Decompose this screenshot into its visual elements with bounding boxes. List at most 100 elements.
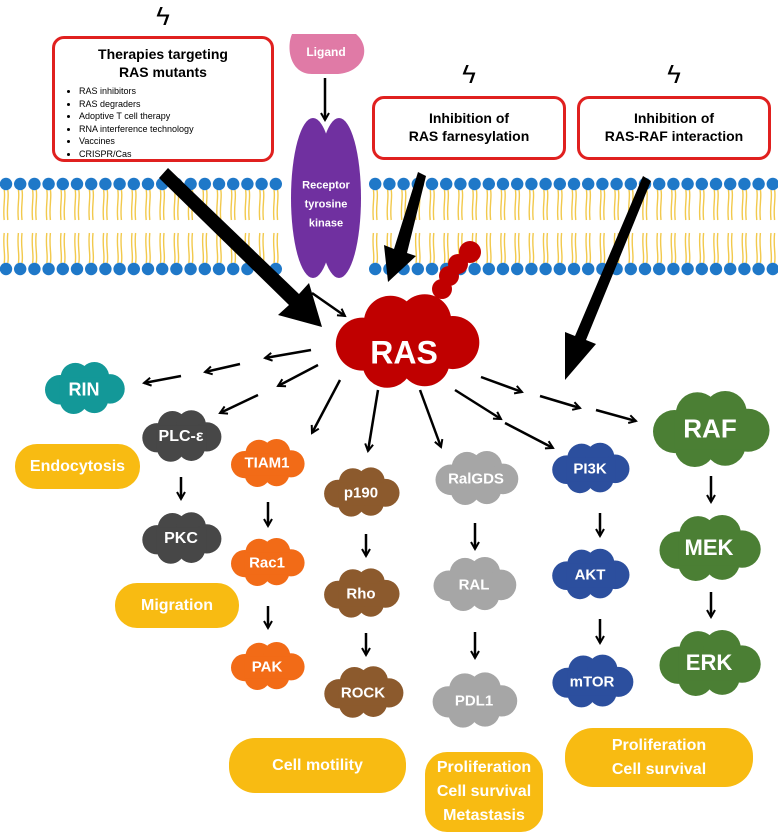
lipid-head: [624, 262, 637, 276]
lipid-tail: [106, 189, 109, 221]
lipid-head: [141, 177, 155, 191]
lipid-tail: [191, 232, 194, 264]
lipid-tail: [659, 232, 663, 264]
lipid-head: [553, 177, 566, 191]
lipid-tail: [116, 189, 119, 221]
lipid-tail: [773, 232, 776, 264]
lipid-tail: [102, 232, 105, 264]
lipid-tail: [727, 232, 730, 264]
lipid-tail: [755, 189, 758, 221]
lipid-tail: [713, 232, 716, 264]
lipid-head: [28, 262, 41, 276]
outcome-ral-line3: Metastasis: [443, 807, 525, 824]
pdl1-label: PDL1: [454, 692, 494, 710]
ligand-shape: [289, 34, 365, 74]
lipid-tail: [727, 189, 730, 221]
lipid-tail: [556, 232, 560, 264]
lipid-tail: [120, 232, 123, 264]
lipid-head: [383, 177, 396, 191]
lipid-head: [681, 262, 694, 276]
lipid-head: [42, 177, 55, 191]
lipid-tail: [162, 232, 166, 264]
lipid-tail: [585, 189, 588, 221]
lipid-tail: [599, 232, 602, 264]
inhibition-arrows: [159, 168, 651, 380]
lipid-tail: [475, 189, 478, 221]
lipid-head: [624, 177, 637, 191]
lipid-tail: [201, 232, 205, 264]
lipid-tail: [532, 232, 535, 264]
lipid-head: [269, 177, 282, 191]
lipid-tail: [59, 189, 63, 221]
lipid-tail: [262, 189, 265, 221]
lipid-head: [738, 262, 751, 276]
lipid-tail: [588, 232, 592, 264]
lipid-tail: [603, 189, 606, 221]
lipid-head: [596, 177, 609, 191]
lipid-tail: [574, 232, 577, 264]
lipid-head: [28, 177, 41, 191]
outcome-ral: Proliferation Cell survival Metastasis: [425, 752, 543, 832]
lipid-tail: [372, 189, 375, 221]
lipid-tail: [17, 189, 20, 221]
outcome-endocytosis: Endocytosis: [15, 444, 140, 489]
lipid-head: [709, 177, 723, 191]
therapy-item: RAS degraders: [79, 98, 271, 111]
lipid-tail: [216, 232, 219, 264]
lipid-head: [85, 262, 98, 276]
lipid-tail: [74, 232, 77, 264]
lipid-head: [198, 262, 211, 276]
ras-node: [335, 241, 481, 388]
lipid-tail: [670, 232, 673, 264]
lipid-tail: [645, 232, 648, 264]
lipid-tail: [517, 189, 521, 221]
lipid-tail: [759, 189, 762, 221]
lipid-tail: [375, 189, 379, 221]
farnesylation-line2: RAS farnesylation: [408, 128, 530, 144]
lightning-bolt-icon: ϟ: [462, 59, 476, 89]
lipid-tail: [627, 232, 631, 264]
lipid-tail: [49, 232, 52, 264]
outcome-migration: Migration: [115, 583, 239, 628]
lipid-tail: [503, 232, 506, 264]
lipid-tail: [63, 189, 66, 221]
lipid-tail: [17, 232, 20, 264]
lipid-tail: [741, 232, 744, 264]
lipid-head: [425, 262, 439, 276]
raf-interaction-box: Inhibition of RAS-RAF interaction: [577, 96, 771, 160]
lipid-tail: [485, 189, 489, 221]
therapy-item: Adoptive T cell therapy: [79, 110, 271, 123]
rho-label: Rho: [346, 585, 376, 603]
lipid-tail: [556, 189, 560, 221]
lipid-tail: [443, 232, 446, 264]
lipid-tail: [130, 189, 134, 221]
lipid-tail: [489, 189, 492, 221]
lipid-tail: [446, 189, 450, 221]
lipid-tail: [414, 232, 418, 264]
lipid-tail: [63, 232, 66, 264]
therapy-item: RNA interference technology: [79, 123, 271, 136]
lipid-tail: [159, 232, 162, 264]
lipid-tail: [130, 232, 134, 264]
raf-interaction-line1: Inhibition of: [633, 110, 715, 126]
lipid-tail: [6, 189, 9, 221]
lipid-tail: [485, 232, 489, 264]
lipid-head: [127, 262, 140, 276]
lipid-head: [525, 262, 538, 276]
lipid-head: [42, 262, 55, 276]
lipid-tail: [631, 232, 634, 264]
akt-label: AKT: [574, 566, 606, 584]
lipid-tail: [684, 232, 687, 264]
erk-label: ERK: [685, 650, 733, 675]
lipid-head: [695, 262, 708, 276]
lipid-tail: [642, 232, 645, 264]
lipid-tail: [77, 189, 80, 221]
lipid-tail: [375, 232, 379, 264]
therapies-box: Therapies targeting RAS mutants RAS inhi…: [52, 36, 274, 162]
lipid-head: [653, 262, 666, 276]
lipid-tail: [745, 189, 748, 221]
lipid-tail: [542, 232, 545, 264]
lipid-head: [752, 262, 765, 276]
therapies-list: RAS inhibitors RAS degraders Adoptive T …: [55, 85, 271, 161]
lipid-head: [496, 262, 510, 276]
